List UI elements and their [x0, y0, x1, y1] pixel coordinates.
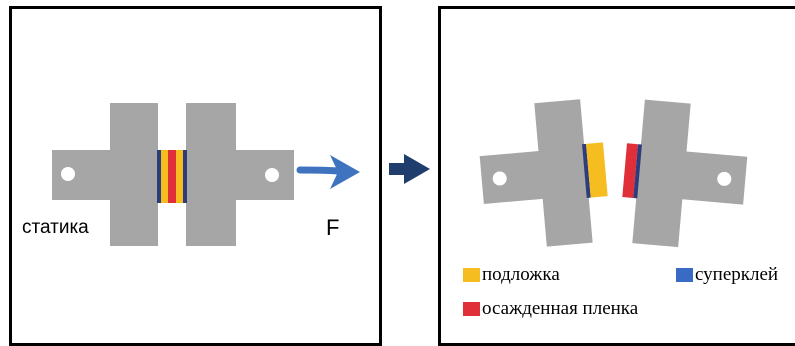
bolt-hole-right: [265, 168, 279, 182]
legend-film: осажденная пленка: [463, 298, 638, 320]
bolt-hole-left-fractured: [492, 171, 507, 186]
film-fragment: [622, 143, 638, 198]
glue-layer-right-fractured: [633, 144, 642, 199]
glue-swatch: [676, 268, 693, 282]
right-fixture-left: [479, 99, 608, 247]
left-fixture-left: [52, 103, 158, 246]
transition-arrow: [389, 154, 430, 184]
film-layer: [168, 150, 176, 203]
legend-glue: суперклей: [676, 264, 778, 286]
right-fixture-right: [622, 99, 748, 248]
force-label: F: [326, 215, 340, 240]
bolt-hole-left: [61, 167, 75, 181]
bolt-hole-right-fractured: [717, 171, 732, 186]
force-arrow: [296, 155, 360, 189]
left-fixture-right: [186, 103, 294, 246]
substrate-layer-left: [161, 150, 168, 203]
substrate-layer-right: [176, 150, 183, 203]
legend-glue-label: суперклей: [695, 264, 779, 285]
legend-film-label: осажденная пленка: [482, 298, 639, 319]
glue-layer-left-fractured: [582, 143, 591, 198]
glue-layer-right: [183, 150, 187, 203]
glue-layer-left: [157, 150, 161, 203]
static-label: статика: [22, 217, 89, 238]
substrate-fragment: [586, 142, 608, 198]
legend-substrate: подложка: [463, 264, 560, 286]
diagram-canvas: [52, 99, 748, 248]
film-swatch: [463, 302, 480, 316]
legend-substrate-label: подложка: [482, 264, 560, 285]
substrate-swatch: [463, 268, 480, 282]
